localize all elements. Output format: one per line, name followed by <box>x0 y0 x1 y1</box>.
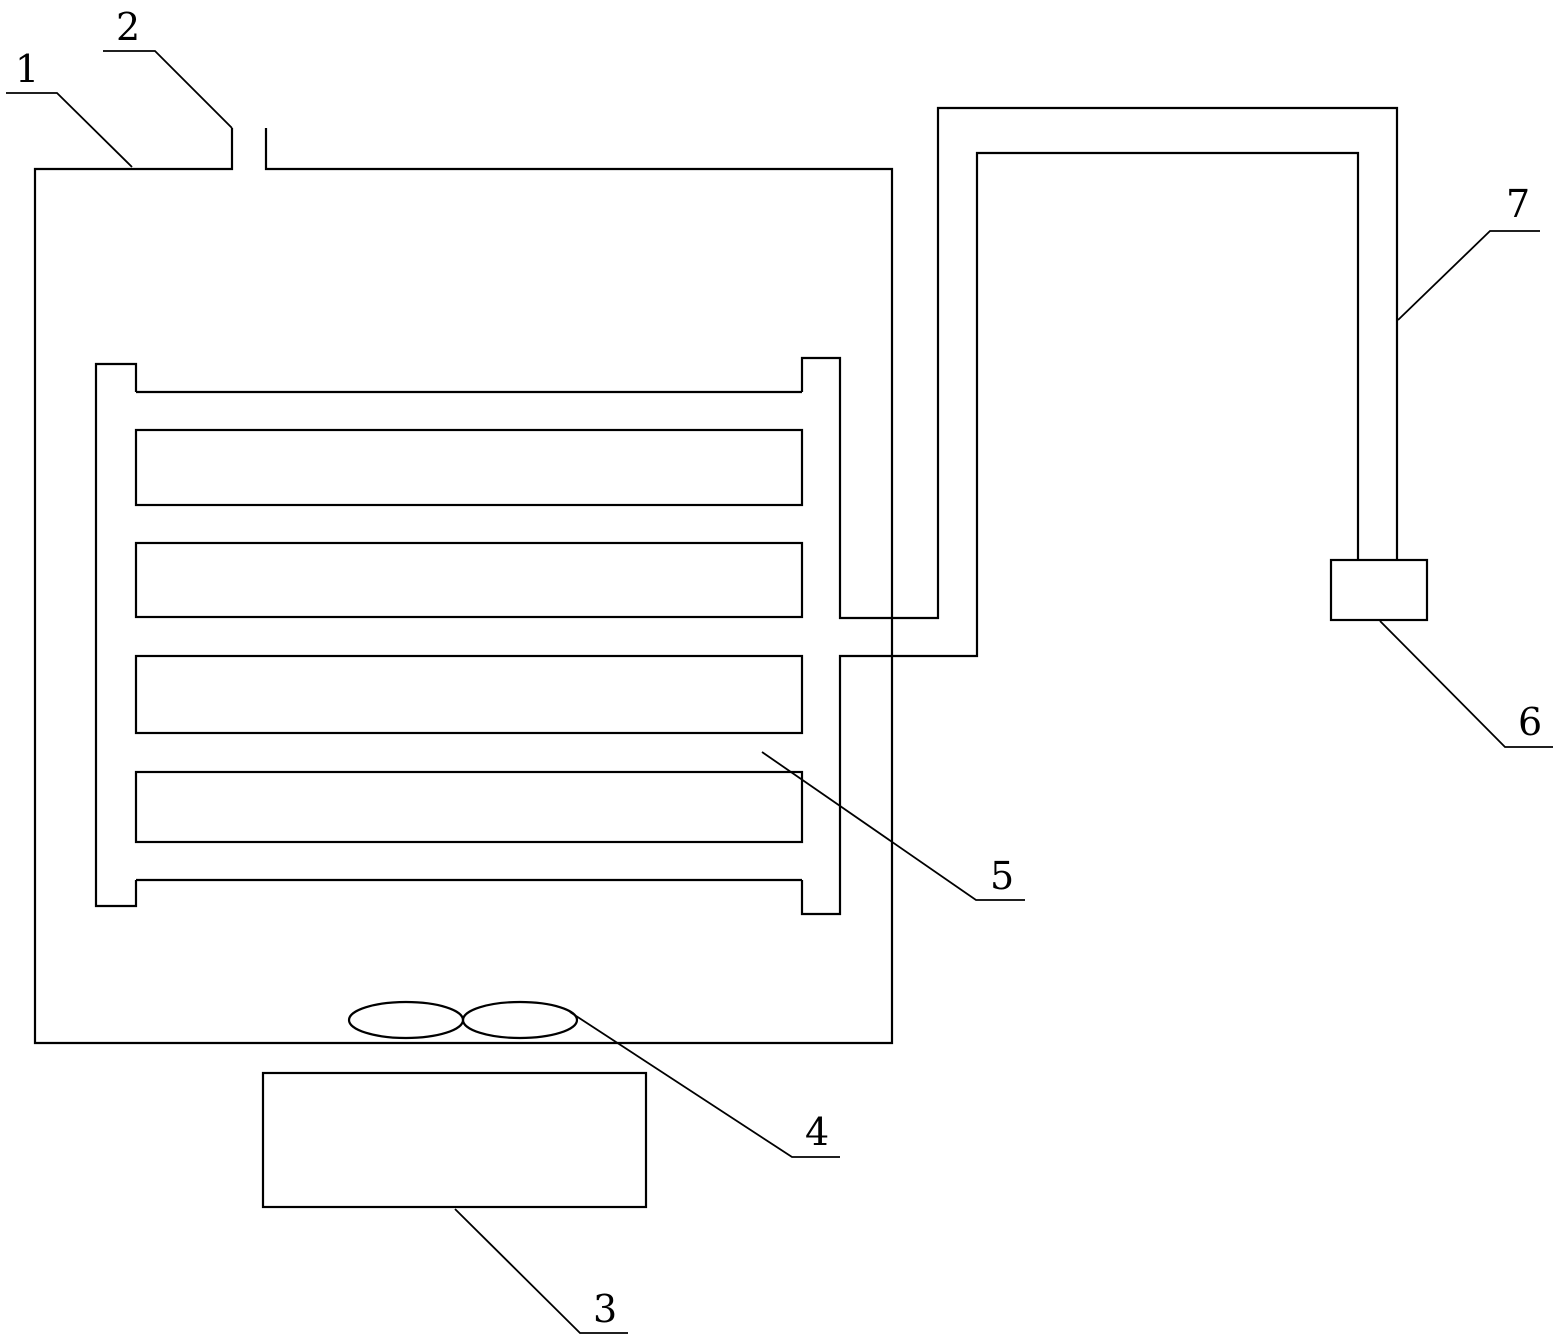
fan <box>347 1000 579 1040</box>
leader-5 <box>761 751 1025 901</box>
label-2: 2 <box>116 5 140 49</box>
fan-blade-left <box>347 1000 465 1040</box>
rack-right-bracket-lower <box>800 151 1360 916</box>
base-box <box>261 1071 648 1209</box>
shelf-rack <box>94 106 1399 916</box>
rack-right-bracket <box>800 106 1399 620</box>
main-box <box>33 128 894 1045</box>
label-1: 1 <box>15 47 39 91</box>
leader-6 <box>1379 620 1553 748</box>
label-6: 6 <box>1518 700 1542 744</box>
rack-left-bracket <box>94 362 138 908</box>
leader-2 <box>103 50 233 129</box>
shelf-1 <box>134 428 804 507</box>
shelf-2 <box>134 541 804 619</box>
label-7: 7 <box>1506 182 1530 226</box>
shelf-3 <box>134 654 804 735</box>
leader-7 <box>1397 230 1540 321</box>
leader-1 <box>6 92 133 168</box>
pipe-end-box <box>1329 558 1429 622</box>
leader-4 <box>569 1011 840 1158</box>
label-4: 4 <box>805 1110 829 1154</box>
leader-3 <box>454 1208 628 1334</box>
label-3: 3 <box>593 1287 617 1331</box>
label-5: 5 <box>990 854 1014 898</box>
shelf-4 <box>134 770 804 844</box>
fan-blade-right <box>461 1000 579 1040</box>
